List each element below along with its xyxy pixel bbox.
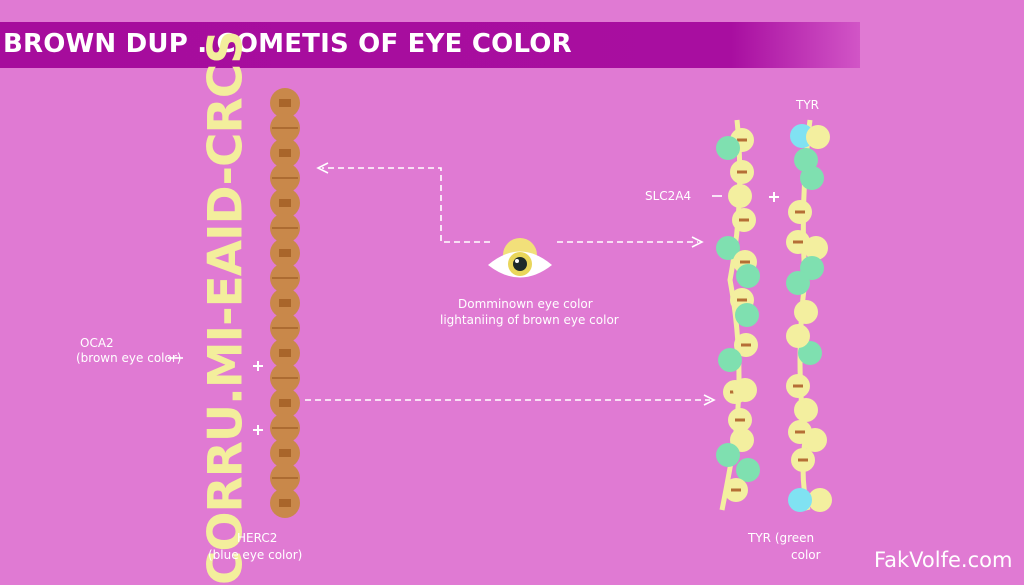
bead-mark (795, 210, 805, 214)
bead-mark (737, 138, 747, 142)
plus-icon (253, 361, 263, 371)
watermark: FakVolfe.com (874, 548, 1013, 572)
connector-arrows (168, 162, 722, 406)
bead-mark (279, 299, 291, 307)
slc2a4-label: SLC2A4 (645, 189, 692, 203)
bead-mark (279, 349, 291, 357)
chain-bead (728, 184, 752, 208)
chain-bead (806, 125, 830, 149)
bead-mark (279, 149, 291, 157)
chain-bead (736, 264, 760, 288)
center-label-2: lightaniing of brown eye color (440, 313, 619, 327)
title-banner: BROWN DUP . COMETIS OF EYE COLOR (0, 22, 860, 68)
chain-bead (716, 236, 740, 260)
arrow-left-icon (322, 167, 490, 243)
chain-bead (808, 488, 832, 512)
oca2-sublabel: (brown eye color) (76, 351, 182, 365)
chain-bead (786, 324, 810, 348)
bead-mark (737, 170, 747, 174)
herc2-label: HERC2 (237, 531, 278, 545)
tyr-bottom-sublabel: color (791, 548, 821, 562)
bead-mark (740, 260, 750, 264)
chain-bead (788, 488, 812, 512)
vertical-chain-label: CORRU.MI-EAID-CRCS (198, 31, 254, 585)
bead-mark (737, 298, 747, 302)
oca2-label: OCA2 (80, 336, 114, 350)
bead-mark (735, 418, 745, 422)
bead-mark (793, 240, 803, 244)
bead-mark (279, 199, 291, 207)
chain-bead (798, 341, 822, 365)
chain-bead (735, 303, 759, 327)
tyr-bottom-label: TYR (green (748, 531, 815, 545)
chain-bead (800, 166, 824, 190)
chain-bead (736, 458, 760, 482)
bead-mark (739, 218, 749, 222)
bead-mark (279, 499, 291, 507)
chain-bead (716, 443, 740, 467)
page-title: BROWN DUP . COMETIS OF EYE COLOR (3, 29, 572, 59)
right-chromosome-chains (716, 119, 832, 512)
plus-icon (769, 192, 779, 202)
chain-bead (794, 300, 818, 324)
chain-bead (794, 398, 818, 422)
bead-mark (279, 399, 291, 407)
chain-bead (803, 428, 827, 452)
bead-mark (741, 343, 751, 347)
bead-mark (795, 430, 805, 434)
chain-bead (716, 136, 740, 160)
bead-mark (279, 249, 291, 257)
chain-bead (786, 271, 810, 295)
bead-mark (793, 384, 803, 388)
bead-mark (731, 488, 741, 492)
chain-bead (733, 378, 757, 402)
eye-icon (488, 238, 552, 278)
bead-mark (279, 99, 291, 107)
bead-mark (279, 449, 291, 457)
herc2-sublabel: (blue eye color) (208, 548, 303, 562)
tyr-top-label: TYR (796, 98, 819, 112)
plus-icon (253, 425, 263, 435)
chain-bead (800, 256, 824, 280)
center-label-1: Domminown eye color (458, 297, 593, 311)
bead-mark (798, 458, 808, 462)
left-chromosome-chain (270, 88, 300, 518)
chain-bead (730, 428, 754, 452)
chain-bead (718, 348, 742, 372)
